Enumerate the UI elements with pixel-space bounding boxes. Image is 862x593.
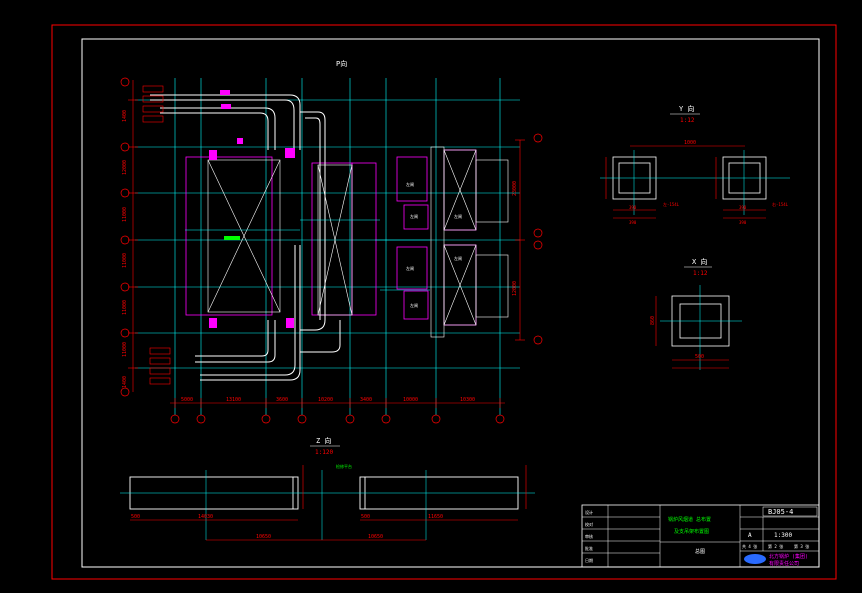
bottom-dim-4: 3400 bbox=[360, 397, 372, 403]
axis-bubbles-left bbox=[120, 77, 130, 397]
x-view-dims bbox=[655, 296, 729, 369]
z-dim-right-0: 11650 bbox=[428, 514, 443, 520]
bottom-dim-1: 13100 bbox=[226, 397, 241, 403]
z-dim-left-1: 500 bbox=[131, 514, 140, 520]
x-view-dim-0: 860 bbox=[650, 316, 656, 325]
y-view-bottom-dim-0: 390 bbox=[629, 205, 637, 210]
drawing-no-box bbox=[762, 506, 818, 517]
version: A bbox=[748, 532, 752, 539]
row-dim-3: 11000 bbox=[122, 253, 128, 268]
bottom-dim-0: 5000 bbox=[181, 397, 193, 403]
left-tag-boxes bbox=[142, 85, 171, 385]
right-dim-1: 12000 bbox=[512, 281, 518, 296]
z-span-dim-0: 10650 bbox=[256, 534, 271, 540]
y-view-dims bbox=[605, 157, 766, 219]
plan-bottom-dimension bbox=[170, 398, 505, 408]
z-view-scale: 1:120 bbox=[315, 449, 333, 456]
project-line-2: 及支吊架布置图 bbox=[674, 528, 709, 535]
x-view-dim-1: 500 bbox=[695, 354, 704, 360]
z-span-dim-1: 10650 bbox=[368, 534, 383, 540]
z-dim-left-0: 14030 bbox=[198, 514, 213, 520]
title-row-label-4: 日期 bbox=[585, 557, 593, 563]
z-view-title: Z 向 bbox=[316, 436, 331, 445]
y-view-bottom-dim-3: 390 bbox=[739, 220, 747, 225]
y-view-side-label-1: 右-154L bbox=[772, 201, 789, 207]
sheet-info-2: 第 3 张 bbox=[794, 543, 809, 549]
hanger-marks bbox=[209, 90, 295, 328]
right-dim-0: 23000 bbox=[512, 181, 518, 196]
axis-bubbles-right bbox=[533, 133, 543, 345]
y-view-centerlines bbox=[600, 150, 790, 215]
row-dim-5: 11000 bbox=[122, 342, 128, 357]
x-view: X 向 1:12 860 500 bbox=[650, 257, 742, 370]
row-dim-1: 12000 bbox=[122, 160, 128, 175]
axis-bubbles-bottom bbox=[170, 414, 505, 424]
title-row-label-3: 批准 bbox=[585, 545, 593, 551]
company-logo bbox=[744, 554, 766, 564]
plan-left-dimension bbox=[128, 80, 138, 392]
y-view-top-dim: 1000 bbox=[684, 140, 696, 146]
bottom-dim-3: 10200 bbox=[318, 397, 333, 403]
title-block-frame bbox=[581, 504, 820, 568]
z-view-centerlines bbox=[120, 470, 535, 540]
y-view-bottom-dim-1: 390 bbox=[629, 220, 637, 225]
plan-inner-label-3: 左闸 bbox=[410, 302, 418, 308]
plan-view-title: P向 bbox=[336, 59, 347, 68]
title-row-label-2: 审核 bbox=[585, 533, 593, 539]
plan-inner-label-4: 左闸 bbox=[454, 213, 462, 219]
row-dim-2: 11000 bbox=[122, 207, 128, 222]
plan-axis-grid bbox=[135, 78, 520, 415]
y-view-side-label-0: 左-154L bbox=[663, 201, 680, 207]
y-view-title: Y 向 bbox=[679, 104, 694, 113]
equipment-crosses bbox=[207, 146, 509, 338]
scale: 1:300 bbox=[774, 532, 792, 539]
bottom-dim-2: 3600 bbox=[276, 397, 288, 403]
plan-inner-label-0: 左闸 bbox=[406, 181, 414, 187]
z-view-note: 检修平台 bbox=[336, 463, 352, 469]
project-line-1: 锅炉风烟道 总布置 bbox=[668, 516, 711, 523]
duct-pipes bbox=[150, 94, 341, 381]
cyan-lines bbox=[185, 219, 430, 291]
x-view-scale: 1:12 bbox=[693, 270, 708, 277]
row-dim-6: 1400 bbox=[122, 376, 128, 388]
title-block: 设计 校对 审核 批准 日期 锅炉风烟道 总布置 及支吊架布置图 总图 BJ05… bbox=[581, 504, 820, 568]
title-row-label-0: 设计 bbox=[585, 509, 593, 515]
x-view-title: X 向 bbox=[692, 257, 707, 266]
sheet-info-0: 共 4 张 bbox=[742, 543, 757, 549]
y-view-scale: 1:12 bbox=[680, 117, 695, 124]
drawing-no: BJ05-4 bbox=[768, 508, 793, 516]
row-dim-0: 1400 bbox=[122, 110, 128, 122]
plan-inner-label-2: 左闸 bbox=[406, 265, 414, 271]
title-row-label-1: 校对 bbox=[585, 521, 593, 527]
outer-frame bbox=[51, 24, 837, 580]
row-dim-4: 11000 bbox=[122, 300, 128, 315]
plan-right-dimension bbox=[515, 139, 525, 341]
plan-inner-label-5: 左闸 bbox=[454, 255, 462, 261]
z-view: Z 向 1:120 14030 500 11650 500 1065 bbox=[120, 436, 535, 541]
company-line-2: 有限责任公司 bbox=[769, 560, 799, 567]
bottom-dim-5: 10000 bbox=[403, 397, 418, 403]
drawing-label: 总图 bbox=[695, 548, 705, 555]
z-view-dimensions bbox=[130, 465, 527, 541]
plan-view: P向 bbox=[120, 59, 543, 424]
green-note-mark bbox=[224, 236, 240, 240]
z-dim-right-1: 500 bbox=[361, 514, 370, 520]
sheet-info-1: 第 2 张 bbox=[768, 543, 783, 549]
bottom-dim-6: 10300 bbox=[460, 397, 475, 403]
x-view-centerlines bbox=[660, 285, 742, 370]
company-line-1: 北方锅炉 (集团) bbox=[769, 553, 808, 560]
y-view-bottom-dim-2: 390 bbox=[739, 205, 747, 210]
y-view: Y 向 1:12 1000 左-154L 右-154L 390 bbox=[600, 104, 790, 225]
plan-inner-label-1: 左闸 bbox=[410, 213, 418, 219]
inner-frame bbox=[81, 38, 820, 568]
